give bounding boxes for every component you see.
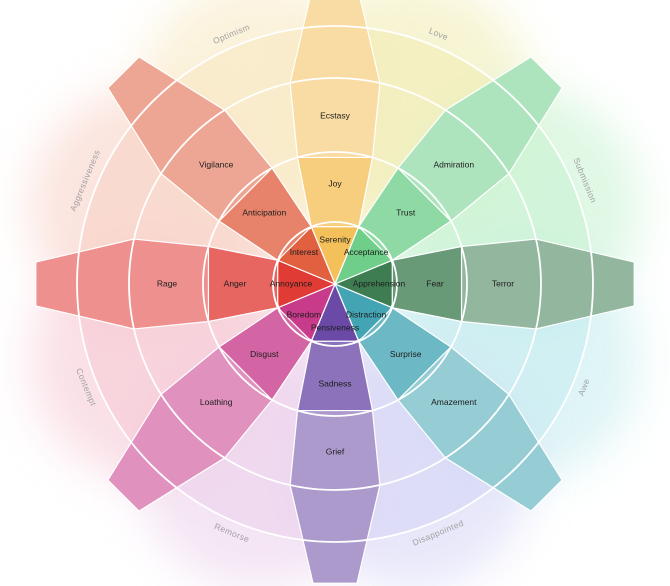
- ring-1: [272, 221, 398, 347]
- label-pensiveness: Pensiveness: [311, 322, 359, 332]
- label-trust: Trust: [396, 208, 416, 218]
- label-sadness: Sadness: [318, 378, 351, 388]
- label-grief: Grief: [326, 446, 345, 456]
- label-surprise: Surprise: [390, 349, 422, 359]
- label-fear: Fear: [426, 278, 444, 288]
- label-vigilance: Vigilance: [199, 159, 234, 169]
- petal-sadness: [296, 340, 374, 412]
- label-anticipation: Anticipation: [242, 208, 286, 218]
- ring-4: [76, 25, 594, 543]
- label-interest: Interest: [290, 247, 319, 257]
- label-distraction: Distraction: [346, 309, 386, 319]
- label-ecstasy: Ecstasy: [320, 110, 351, 120]
- label-rage: Rage: [157, 278, 178, 288]
- ring-2: [202, 151, 468, 417]
- petal-anger: [35, 238, 336, 330]
- label-annoyance: Annoyance: [270, 278, 313, 288]
- rings: [76, 25, 594, 543]
- label-disgust: Disgust: [250, 349, 279, 359]
- label-terror: Terror: [492, 278, 514, 288]
- label-anger: Anger: [224, 278, 247, 288]
- label-boredom: Boredom: [287, 309, 322, 319]
- label-apprehension: Apprehension: [353, 278, 406, 288]
- label-admiration: Admiration: [433, 159, 474, 169]
- label-serenity: Serenity: [319, 234, 351, 244]
- label-loathing: Loathing: [200, 397, 233, 407]
- label-amazement: Amazement: [431, 397, 477, 407]
- petal-fear: [334, 238, 635, 330]
- ring-3: [128, 77, 542, 491]
- petal-joy: [296, 156, 374, 228]
- emotion-petals: [35, 0, 635, 584]
- label-acceptance: Acceptance: [344, 247, 389, 257]
- label-joy: Joy: [328, 178, 342, 188]
